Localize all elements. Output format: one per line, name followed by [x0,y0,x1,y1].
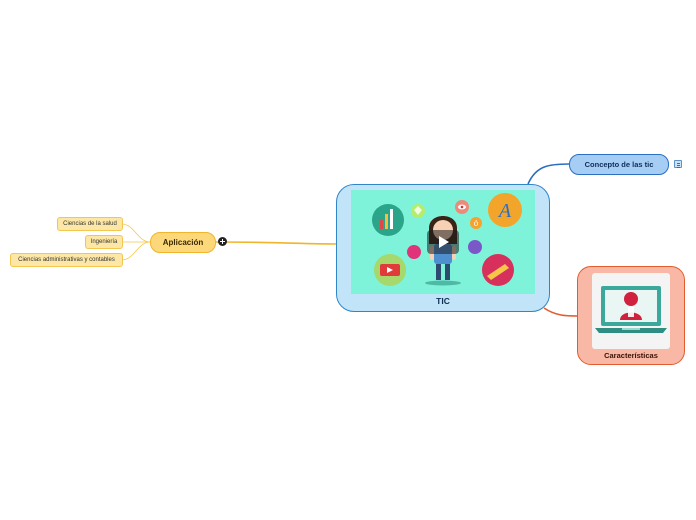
node-label: Características [604,351,658,360]
collapse-toggle-icon[interactable] [218,237,227,246]
svg-text:A: A [497,200,512,222]
laptop-user-icon [595,286,667,333]
node-label: Aplicación [162,238,204,247]
caracteristicas-image [592,273,670,349]
link-aplicacion [215,241,338,245]
node-concepto-tic[interactable]: Concepto de las tic [569,154,669,175]
node-label: Ingeniería [90,239,118,245]
link-salud [121,223,151,243]
link-caracteristicas [543,307,579,317]
node-label: Ciencias administrativas y contables [18,257,115,263]
play-icon[interactable] [427,230,459,254]
node-caracteristicas[interactable]: Características [577,266,685,365]
node-central-tic[interactable]: ó A TIC [336,184,550,312]
node-label: Concepto de las tic [584,160,654,169]
notes-icon[interactable] [674,160,682,168]
tic-video-thumbnail[interactable]: ó A [351,190,535,294]
node-label: Ciencias de la salud [63,221,117,227]
node-label: TIC [436,296,450,306]
node-aplicacion[interactable]: Aplicación [150,232,216,253]
link-concepto [527,163,570,185]
svg-text:ó: ó [474,219,479,228]
node-ingenieria[interactable]: Ingeniería [85,235,123,249]
node-ciencias-administrativas[interactable]: Ciencias administrativas y contables [10,253,123,267]
node-ciencias-salud[interactable]: Ciencias de la salud [57,217,123,231]
link-administrativas [121,241,151,261]
